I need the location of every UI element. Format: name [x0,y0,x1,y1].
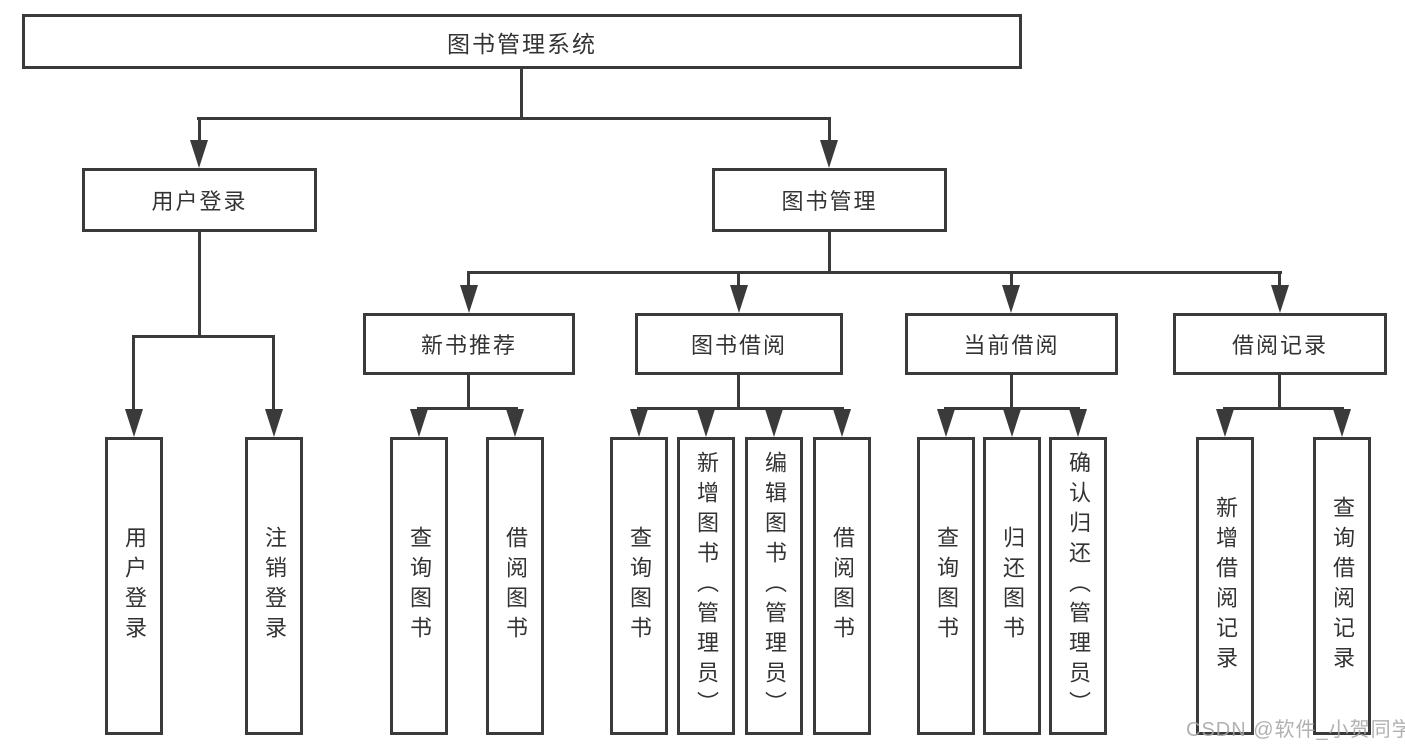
connector-line [1278,271,1281,288]
node-library-management-system: 图书管理系统 [22,14,1022,69]
node-label: 查询图书 [627,526,652,646]
node-label: 借阅图书 [503,526,528,646]
connector-line [417,407,518,410]
arrow-down-icon [410,409,428,437]
node-label: 用户登录 [122,526,147,646]
leaf-logout: 注销登录 [245,437,303,735]
leaf-edit-book-admin: 编辑图书（管理员） [745,437,803,735]
arrow-down-icon [506,409,524,437]
leaf-query-books-current: 查询图书 [917,437,975,735]
arrow-down-icon [697,409,715,437]
connector-line [272,335,275,411]
node-label: 注销登录 [262,526,287,646]
node-label: 图书管理 [781,189,878,214]
connector-line [737,271,740,288]
arrow-down-icon [1003,409,1021,437]
arrow-down-icon [630,409,648,437]
leaf-query-borrow-record: 查询借阅记录 [1313,437,1371,735]
connector-line [467,271,1282,274]
node-label: 图书借阅 [690,333,787,358]
connector-line [198,117,201,143]
leaf-query-books-borrowing: 查询图书 [610,437,668,735]
node-label: 归还图书 [1000,526,1025,646]
node-label: 查询借阅记录 [1330,496,1355,676]
arrow-down-icon [265,409,283,437]
connector-line [944,407,1080,410]
node-label: 借阅图书 [830,526,855,646]
leaf-return-book: 归还图书 [983,437,1041,735]
node-label: 新增图书（管理员） [694,451,719,721]
node-borrowing-records: 借阅记录 [1173,313,1387,375]
arrow-down-icon [730,285,748,313]
node-user-login: 用户登录 [82,168,317,232]
connector-line [828,232,831,273]
connector-line [828,117,831,143]
node-label: 图书管理系统 [447,30,597,57]
node-book-borrowing: 图书借阅 [635,313,843,375]
connector-line [1010,375,1013,409]
connector-line [520,69,523,119]
arrow-down-icon [1069,409,1087,437]
leaf-query-books-recommend: 查询图书 [390,437,448,735]
leaf-borrow-books: 借阅图书 [813,437,871,735]
node-label: 编辑图书（管理员） [762,451,787,721]
leaf-borrow-books-recommend: 借阅图书 [486,437,544,735]
connector-line [132,335,135,411]
arrow-down-icon [765,409,783,437]
node-book-management: 图书管理 [712,168,947,232]
node-current-borrowing: 当前借阅 [905,313,1118,375]
connector-line [1223,407,1344,410]
connector-line [198,232,201,337]
connector-line [1010,271,1013,288]
leaf-add-borrow-record: 新增借阅记录 [1196,437,1254,735]
connector-line [197,117,831,120]
leaf-add-book-admin: 新增图书（管理员） [677,437,735,735]
node-label: 新书推荐 [420,333,517,358]
arrow-down-icon [1002,285,1020,313]
arrow-down-icon [190,140,208,168]
arrow-down-icon [833,409,851,437]
connector-line [467,375,470,409]
connector-line [132,335,275,338]
node-new-book-recommend: 新书推荐 [363,313,575,375]
arrow-down-icon [820,140,838,168]
csdn-watermark: CSDN @软件_小贺同学 [1186,719,1405,741]
node-label: 当前借阅 [963,333,1060,358]
node-label: 用户登录 [151,189,248,214]
arrow-down-icon [125,409,143,437]
arrow-down-icon [1216,409,1234,437]
leaf-confirm-return-admin: 确认归还（管理员） [1049,437,1107,735]
node-label: 新增借阅记录 [1213,496,1238,676]
connector-line [467,271,470,288]
connector-line [637,407,844,410]
connector-line [1278,375,1281,409]
node-label: 借阅记录 [1231,333,1328,358]
connector-line [737,375,740,409]
arrow-down-icon [937,409,955,437]
leaf-user-login: 用户登录 [105,437,163,735]
node-label: 查询图书 [934,526,959,646]
arrow-down-icon [1271,285,1289,313]
arrow-down-icon [1333,409,1351,437]
node-label: 确认归还（管理员） [1066,451,1091,721]
node-label: 查询图书 [407,526,432,646]
arrow-down-icon [460,285,478,313]
